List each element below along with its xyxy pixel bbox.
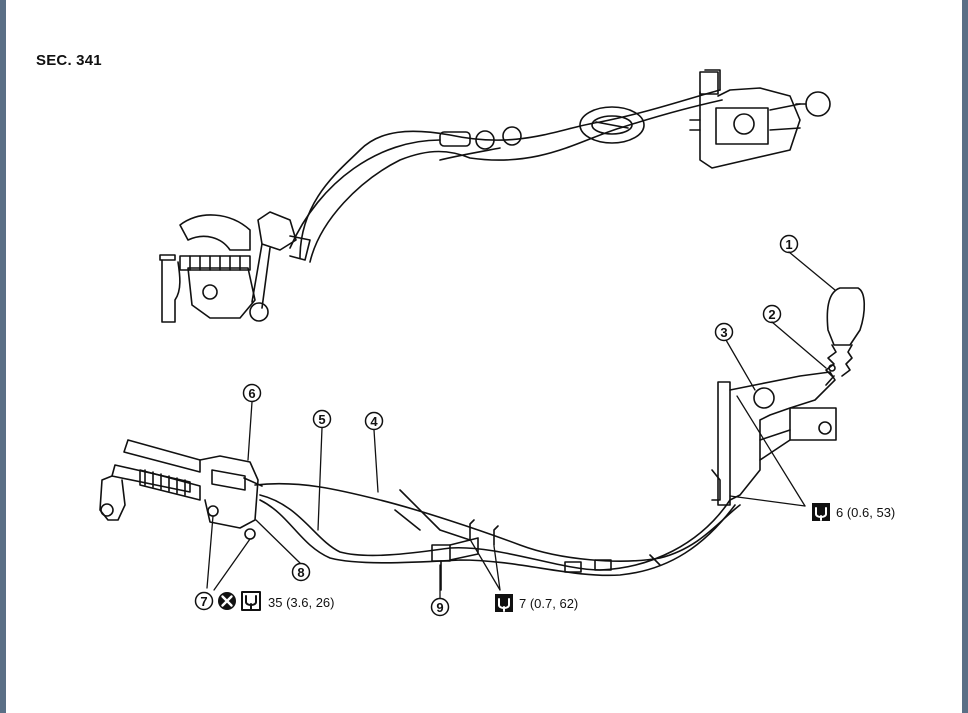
svg-text:9: 9 — [436, 600, 443, 615]
torque-spec-transaxle-nut: 35 (3.6, 26) — [218, 591, 335, 611]
svg-text:8: 8 — [297, 565, 304, 580]
callout-9: 9 — [430, 597, 450, 617]
svg-text:3: 3 — [720, 325, 727, 340]
section-title: SEC. 341 — [36, 52, 102, 69]
svg-text:35 (3.6, 26): 35 (3.6, 26) — [268, 595, 335, 610]
torque-wrench-icon — [812, 503, 830, 521]
callout-4: 4 — [364, 411, 384, 431]
torque-spec-clamp-bolts: 7 (0.7, 62) — [495, 594, 578, 612]
callout-5: 5 — [312, 409, 332, 429]
do-not-reuse-icon — [218, 592, 236, 610]
svg-text:4: 4 — [370, 414, 378, 429]
leader-lines — [206, 251, 836, 599]
callout-8: 8 — [291, 562, 311, 582]
callout-2: 2 — [762, 304, 782, 324]
svg-text:7 (0.7, 62): 7 (0.7, 62) — [519, 596, 578, 611]
svg-text:7: 7 — [200, 594, 207, 609]
callout-1: 1 — [779, 234, 799, 254]
torque-spec-lever-bolts: 6 (0.6, 53) — [812, 503, 895, 521]
callout-7: 7 — [194, 591, 214, 611]
svg-text:6: 6 — [248, 386, 255, 401]
svg-text:5: 5 — [318, 412, 325, 427]
callout-3: 3 — [714, 322, 734, 342]
torque-wrench-icon — [241, 591, 261, 611]
upper-assembly — [159, 69, 831, 323]
svg-text:6 (0.6, 53): 6 (0.6, 53) — [836, 505, 895, 520]
callout-6: 6 — [242, 383, 262, 403]
lower-assembly — [99, 287, 866, 591]
svg-text:1: 1 — [785, 237, 792, 252]
torque-wrench-icon — [495, 594, 513, 612]
svg-text:2: 2 — [768, 307, 775, 322]
